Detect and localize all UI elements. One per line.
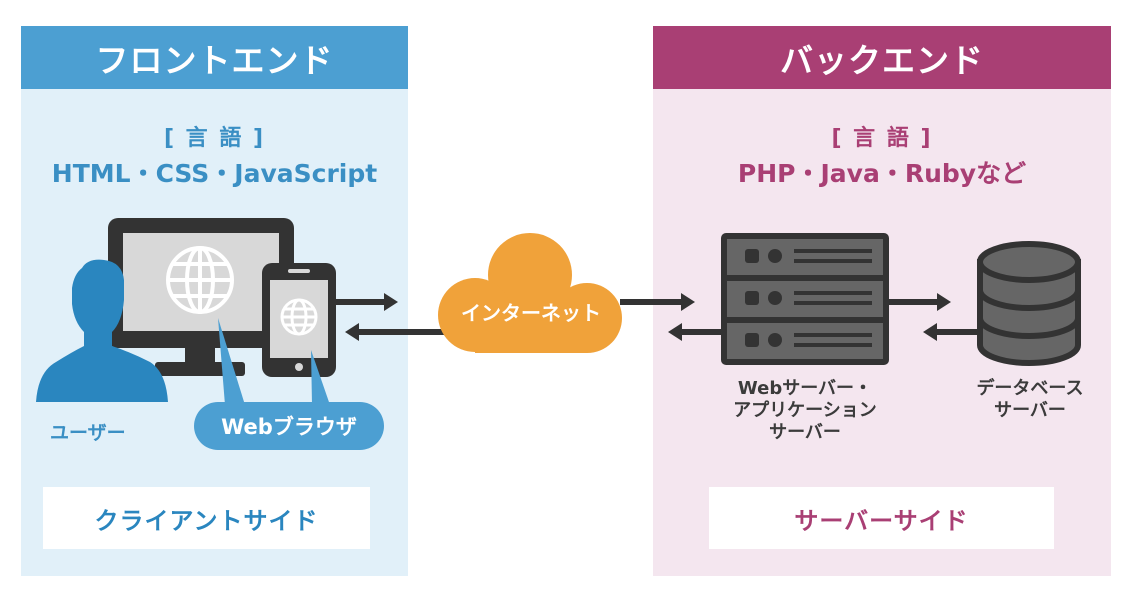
frontend-languages: HTML・CSS・JavaScript [51,159,378,188]
database-icon [977,241,1081,366]
web-server-label-line: Webサーバー・ [737,378,873,399]
cloud-icon [438,233,622,353]
database-server-label: データベース サーバー [950,378,1110,422]
user-icon [36,259,168,402]
frontend-title: フロントエンド [21,26,408,89]
app-server-label-line: アプリケーション [733,400,877,421]
arrow-right-icon [889,293,951,311]
db-server-label-line: サーバー [994,400,1066,421]
globe-icon [280,298,318,336]
backend-languages: PHP・Java・Rubyなど [737,159,1027,188]
browser-callout-pointer [311,350,330,405]
arrow-right-icon [336,293,398,311]
server-label-line: サーバー [769,422,841,443]
arrow-left-icon [923,323,980,341]
arrow-left-icon [345,323,447,341]
backend-title: バックエンド [653,26,1111,89]
backend-language-label: [ 言 語 ] [831,126,933,151]
user-label: ユーザー [50,422,126,444]
web-app-server-label: Webサーバー・ アプリケーション サーバー [700,378,910,444]
client-side-label: クライアントサイド [43,487,370,549]
server-side-label: サーバーサイド [709,487,1054,549]
globe-icon [166,246,234,314]
arrow-left-icon [668,323,724,341]
browser-callout-pointer [218,318,245,405]
internet-label: インターネット [461,301,601,325]
arrow-right-icon [620,293,695,311]
smartphone-icon [262,263,336,377]
frontend-language-label: [ 言 語 ] [163,126,266,151]
server-rack-icon [721,233,889,365]
web-browser-label: Webブラウザ [194,402,384,450]
database-label-line: データベース [976,378,1084,399]
